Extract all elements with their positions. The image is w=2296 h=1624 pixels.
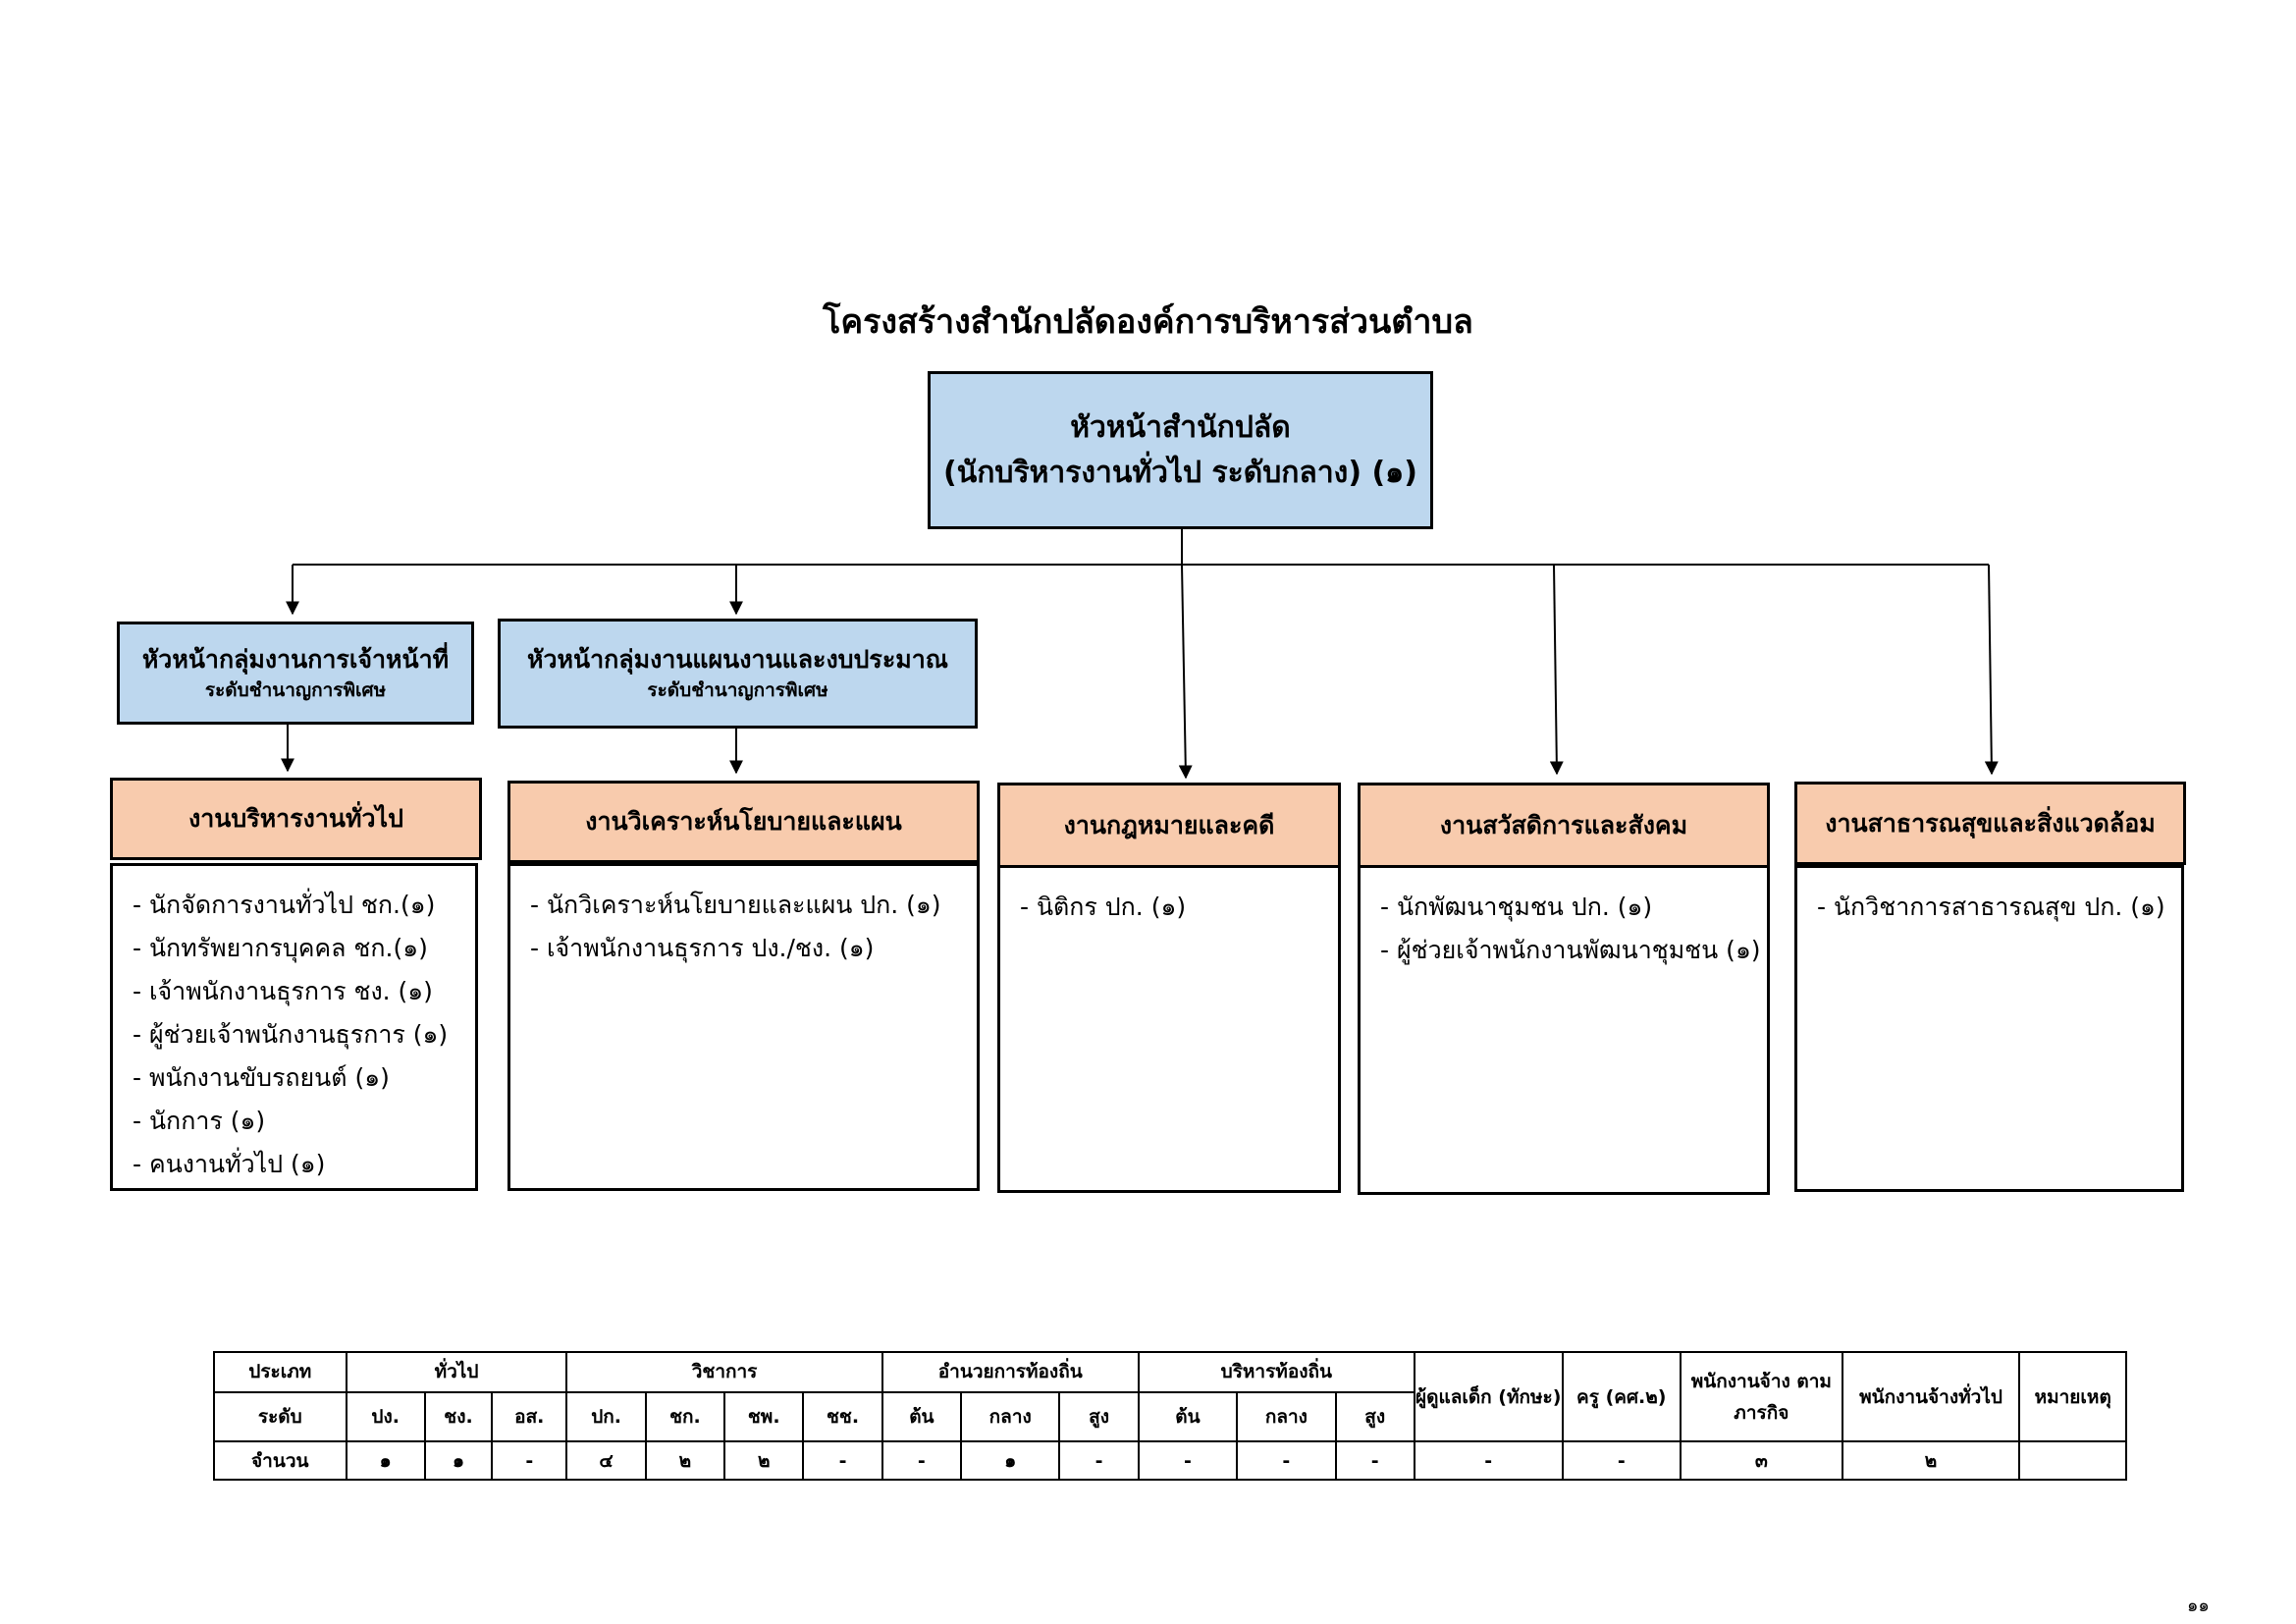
head-of-office-subtitle: (นักบริหารงานทั่วไป ระดับกลาง) (๑): [943, 455, 1417, 490]
level-cell: ต้น: [1137, 1390, 1239, 1443]
count-cell: -: [1058, 1440, 1140, 1481]
count-cell: ๒: [1841, 1440, 2021, 1481]
count-cell: ๑: [423, 1440, 494, 1481]
list-item: - นักทรัพยากรบุคคล ชก.(๑): [133, 934, 428, 962]
list-item: - นักพัฒนาชุมชน ปก. (๑): [1380, 893, 1653, 921]
section-title: งานสวัสดิการและสังคม: [1439, 810, 1688, 839]
section-title: งานกฎหมายและคดี: [1063, 810, 1275, 839]
list-item: - นักจัดการงานทั่วไป ชก.(๑): [133, 891, 436, 919]
personnel-group-head-title: หัวหน้ากลุ่มงานการเจ้าหน้าที่: [141, 644, 450, 674]
count-cell: -: [1137, 1440, 1239, 1481]
count-cell: ๑: [960, 1440, 1061, 1481]
level-cell: ปง.: [345, 1390, 426, 1443]
level-cell: กลาง: [960, 1390, 1061, 1443]
head-of-office-title: หัวหน้าสำนักปลัด: [1070, 409, 1291, 445]
section-header-legal: งานกฎหมายและคดี: [997, 783, 1341, 868]
count-cell: -: [1561, 1440, 1682, 1481]
count-cell: ๓: [1680, 1440, 1843, 1481]
list-item: - นักวิชาการสาธารณสุข ปก. (๑): [1817, 893, 2165, 921]
section-list-policy-planning: - นักวิเคราะห์นโยบายและแผน ปก. (๑) - เจ้…: [507, 863, 980, 1191]
count-cell: ๒: [644, 1440, 726, 1481]
section-title: งานวิเคราะห์นโยบายและแผน: [585, 807, 902, 836]
list-item: - คนงานทั่วไป (๑): [133, 1150, 326, 1178]
count-cell: -: [1413, 1440, 1564, 1481]
remark-header: หมายเหตุ: [2018, 1350, 2127, 1443]
page-number: ๑๑: [2187, 1596, 2210, 1616]
group-local-executive: บริหารท้องถิ่น: [1137, 1351, 1415, 1393]
count-cell: ๔: [565, 1440, 647, 1481]
section-header-public-health: งานสาธารณสุขและสิ่งแวดล้อม: [1794, 782, 2186, 865]
personnel-group-head-level: ระดับชำนาญการพิเศษ: [204, 678, 387, 701]
level-cell: ปก.: [565, 1390, 647, 1443]
personnel-group-head-box: หัวหน้ากลุ่มงานการเจ้าหน้าที่ ระดับชำนาญ…: [117, 622, 474, 725]
list-item: - ผู้ช่วยเจ้าพนักงานธุรการ (๑): [133, 1020, 449, 1049]
group-local-director: อำนวยการท้องถิ่น: [881, 1351, 1140, 1393]
head-of-office-box: หัวหน้าสำนักปลัด (นักบริหารงานทั่วไป ระด…: [928, 371, 1433, 529]
planning-group-head-level: ระดับชำนาญการพิเศษ: [647, 679, 828, 701]
section-list-public-health: - นักวิชาการสาธารณสุข ปก. (๑): [1794, 865, 2184, 1192]
level-cell: ชก.: [644, 1390, 726, 1443]
count-cell: -: [881, 1440, 963, 1481]
teacher-header: ครู (คศ.๒): [1561, 1350, 1682, 1443]
page-title: โครงสร้างสำนักปลัดองค์การบริหารส่วนตำบล: [823, 302, 1473, 342]
group-academic: วิชาการ: [565, 1351, 883, 1393]
list-item: - นักวิเคราะห์นโยบายและแผน ปก. (๑): [530, 891, 941, 919]
section-header-welfare: งานสวัสดิการและสังคม: [1358, 783, 1770, 868]
general-staff-header: พนักงานจ้างทั่วไป: [1841, 1350, 2021, 1443]
group-general: ทั่วไป: [345, 1351, 568, 1393]
level-cell: ชพ.: [723, 1390, 805, 1443]
list-item: - นักการ (๑): [133, 1107, 266, 1135]
level-label: ระดับ: [213, 1390, 347, 1443]
section-header-general-admin: งานบริหารงานทั่วไป: [110, 778, 482, 860]
level-cell: ต้น: [881, 1390, 963, 1443]
section-title: งานสาธารณสุขและสิ่งแวดล้อม: [1825, 808, 2156, 838]
count-cell: -: [802, 1440, 883, 1481]
planning-group-head-box: หัวหน้ากลุ่มงานแผนงานและงบประมาณ ระดับชำ…: [498, 619, 978, 729]
list-item: - เจ้าพนักงานธุรการ ชง. (๑): [133, 977, 433, 1005]
level-cell: กลาง: [1236, 1390, 1337, 1443]
section-list-welfare: - นักพัฒนาชุมชน ปก. (๑) - ผู้ช่วยเจ้าพนั…: [1358, 865, 1770, 1195]
mission-staff-header: พนักงานจ้าง ตามภารกิจ: [1680, 1350, 1843, 1443]
section-list-legal: - นิติกร ปก. (๑): [997, 865, 1341, 1193]
list-item: - ผู้ช่วยเจ้าพนักงานพัฒนาชุมชน (๑): [1380, 936, 1761, 964]
type-label: ประเภท: [213, 1351, 347, 1393]
count-cell: ๒: [723, 1440, 805, 1481]
section-title: งานบริหารงานทั่วไป: [188, 804, 403, 833]
count-cell: -: [1334, 1440, 1415, 1481]
count-cell: [2018, 1440, 2127, 1481]
list-item: - พนักงานขับรถยนต์ (๑): [133, 1063, 390, 1092]
section-header-policy-planning: งานวิเคราะห์นโยบายและแผน: [507, 781, 980, 863]
count-cell: -: [1236, 1440, 1337, 1481]
level-cell: สูง: [1058, 1390, 1140, 1443]
level-cell: ชง.: [423, 1390, 494, 1443]
staff-summary-table: ประเภท ทั่วไป วิชาการ อำนวยการท้องถิ่น บ…: [213, 1350, 2127, 1481]
section-list-general-admin: - นักจัดการงานทั่วไป ชก.(๑) - นักทรัพยาก…: [110, 863, 478, 1191]
list-item: - นิติกร ปก. (๑): [1020, 893, 1187, 921]
count-label: จำนวน: [213, 1440, 347, 1481]
list-item: - เจ้าพนักงานธุรการ ปง./ชง. (๑): [530, 934, 875, 962]
caretaker-header: ผู้ดูแลเด็ก (ทักษะ): [1413, 1350, 1564, 1443]
level-cell: อส.: [491, 1390, 568, 1443]
planning-group-head-title: หัวหน้ากลุ่มงานแผนงานและงบประมาณ: [527, 645, 948, 674]
level-cell: สูง: [1334, 1390, 1415, 1443]
count-cell: -: [491, 1440, 568, 1481]
count-cell: ๑: [345, 1440, 426, 1481]
level-cell: ชช.: [802, 1390, 883, 1443]
